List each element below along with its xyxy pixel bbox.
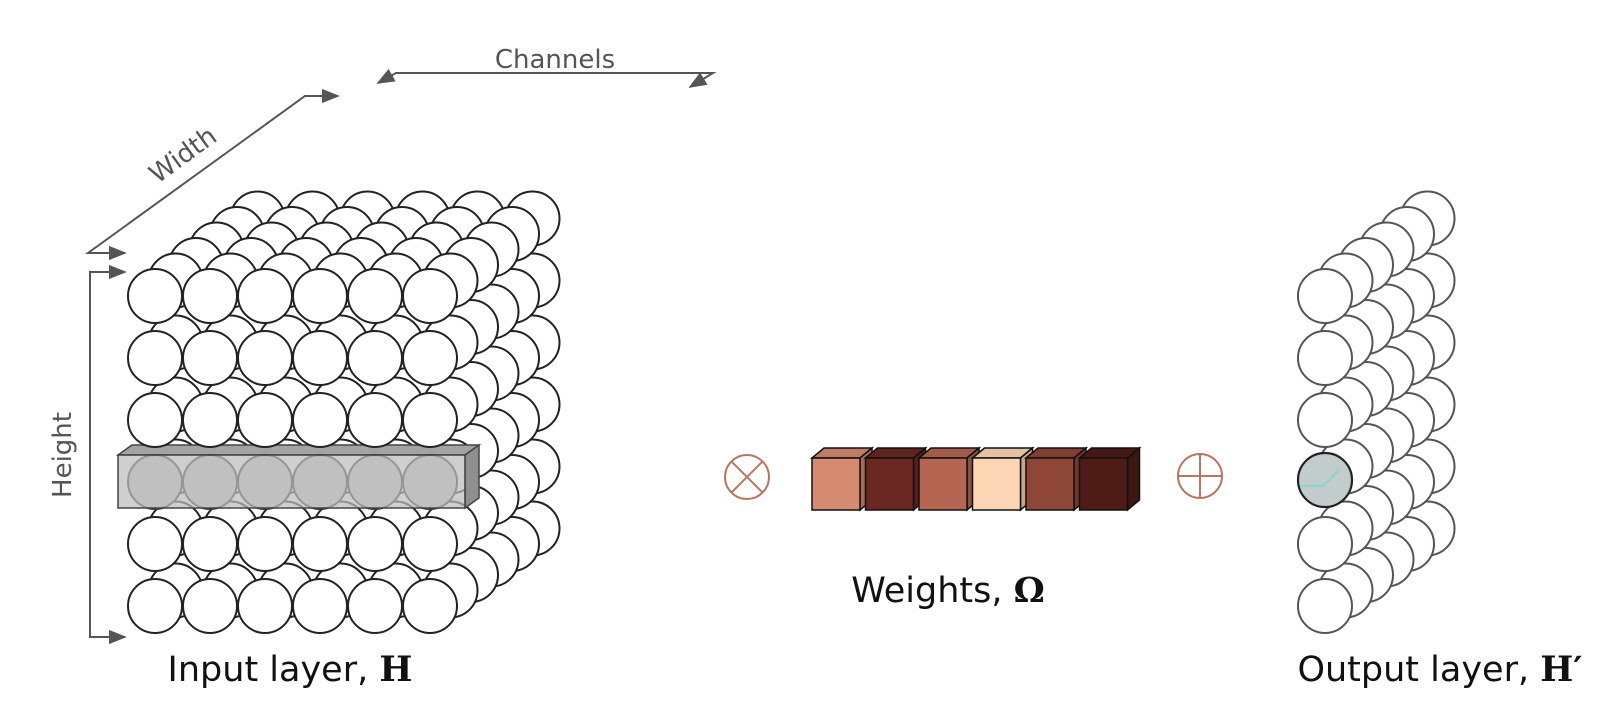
width-label: Width xyxy=(144,121,223,190)
input-neuron xyxy=(347,268,403,324)
output-neuron xyxy=(1297,578,1353,634)
height-arrow xyxy=(89,264,127,645)
input-neuron xyxy=(292,268,348,324)
output-highlight-neuron xyxy=(1296,451,1354,509)
output-neuron xyxy=(1297,330,1353,386)
highlight-box-front xyxy=(117,454,466,509)
output-layer-label: Output layer, xyxy=(1297,650,1540,690)
highlight-box-side xyxy=(464,443,480,510)
input-layer-caption: Input layer, H xyxy=(168,649,413,690)
weights-vector xyxy=(809,446,1142,512)
input-neuron xyxy=(127,268,183,324)
weight-cube xyxy=(811,457,861,511)
weight-cube xyxy=(864,457,915,511)
weight-cube-side xyxy=(1126,446,1141,512)
input-layer-symbol: H xyxy=(379,649,412,690)
input-neuron xyxy=(182,578,238,634)
input-layer-label: Input layer, xyxy=(168,650,380,690)
weight-cube xyxy=(918,457,968,511)
width-arrow xyxy=(84,88,340,261)
input-neuron xyxy=(182,392,238,448)
output-layer-caption: Output layer, H′ xyxy=(1297,649,1582,690)
output-neuron xyxy=(1297,392,1353,448)
weights-label: Weights, xyxy=(851,571,1013,611)
output-tensor xyxy=(1297,190,1456,634)
channels-label: Channels xyxy=(495,45,615,75)
input-neuron xyxy=(402,516,458,572)
input-neuron xyxy=(237,578,293,634)
height-label: Height xyxy=(48,412,78,498)
input-neuron xyxy=(347,330,403,386)
channels-arrow xyxy=(376,68,717,88)
input-neuron xyxy=(237,392,293,448)
input-neuron xyxy=(402,578,458,634)
input-neuron xyxy=(402,268,458,324)
input-neuron xyxy=(347,516,403,572)
input-neuron xyxy=(182,268,238,324)
input-neuron xyxy=(237,330,293,386)
input-neuron xyxy=(182,330,238,386)
output-neuron xyxy=(1297,268,1353,324)
input-neuron xyxy=(347,392,403,448)
input-neuron xyxy=(292,330,348,386)
add-operator xyxy=(1177,453,1223,499)
weight-cube xyxy=(1025,457,1075,511)
input-neuron xyxy=(127,392,183,448)
output-layer-symbol: H′ xyxy=(1540,649,1582,690)
input-neuron xyxy=(127,516,183,572)
input-neuron xyxy=(292,578,348,634)
input-neuron xyxy=(237,268,293,324)
input-neuron xyxy=(347,578,403,634)
weight-cube xyxy=(971,457,1022,511)
weight-cube xyxy=(1078,457,1129,511)
weights-caption: Weights, Ω xyxy=(851,570,1045,611)
multiply-operator xyxy=(724,454,770,500)
output-neuron xyxy=(1297,516,1353,572)
input-neuron xyxy=(127,330,183,386)
weights-symbol: Ω xyxy=(1014,570,1045,611)
activation-curve xyxy=(1300,469,1340,488)
input-neuron xyxy=(292,392,348,448)
input-neuron xyxy=(182,516,238,572)
input-neuron xyxy=(292,516,348,572)
input-neuron xyxy=(237,516,293,572)
input-neuron xyxy=(402,392,458,448)
input-neuron xyxy=(402,330,458,386)
input-neuron xyxy=(127,578,183,634)
